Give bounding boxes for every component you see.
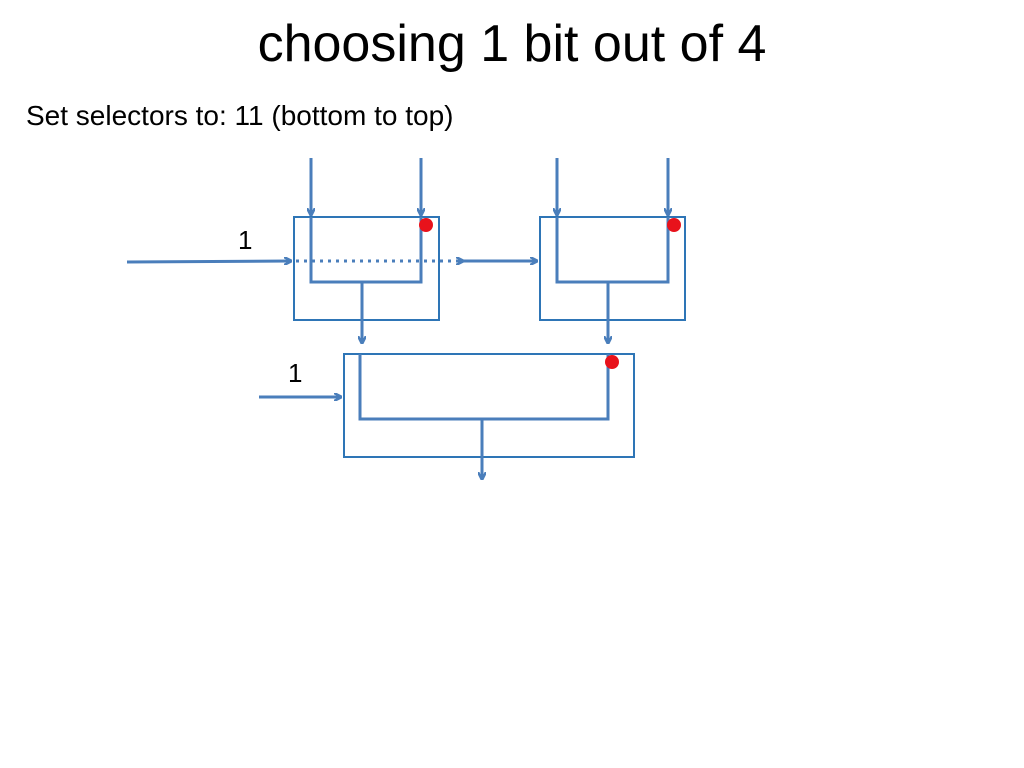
slide-title: choosing 1 bit out of 4 (257, 15, 767, 73)
internal-path-top-right (555, 217, 670, 284)
mux-top-right-box (539, 216, 686, 321)
internal-path-top-left (309, 217, 423, 284)
selector-wire-top-in (126, 261, 290, 262)
selector-label-top: 1 (238, 225, 252, 255)
mux-bottom-box (343, 353, 635, 458)
mux-top-left-box (293, 216, 440, 321)
selector-label-bottom: 1 (288, 358, 302, 388)
internal-path-bottom (358, 354, 610, 421)
mux-top-right (539, 158, 686, 342)
selected-input-dot-top-right (667, 218, 681, 232)
slide-subtitle: Set selectors to: 11 (bottom to top) (26, 100, 454, 131)
selector-line-top: 1 (126, 225, 536, 262)
mux-bottom: 1 (259, 353, 635, 478)
selected-input-dot-bottom (605, 355, 619, 369)
mux-top-left (293, 158, 440, 342)
selected-input-dot-top-left (419, 218, 433, 232)
